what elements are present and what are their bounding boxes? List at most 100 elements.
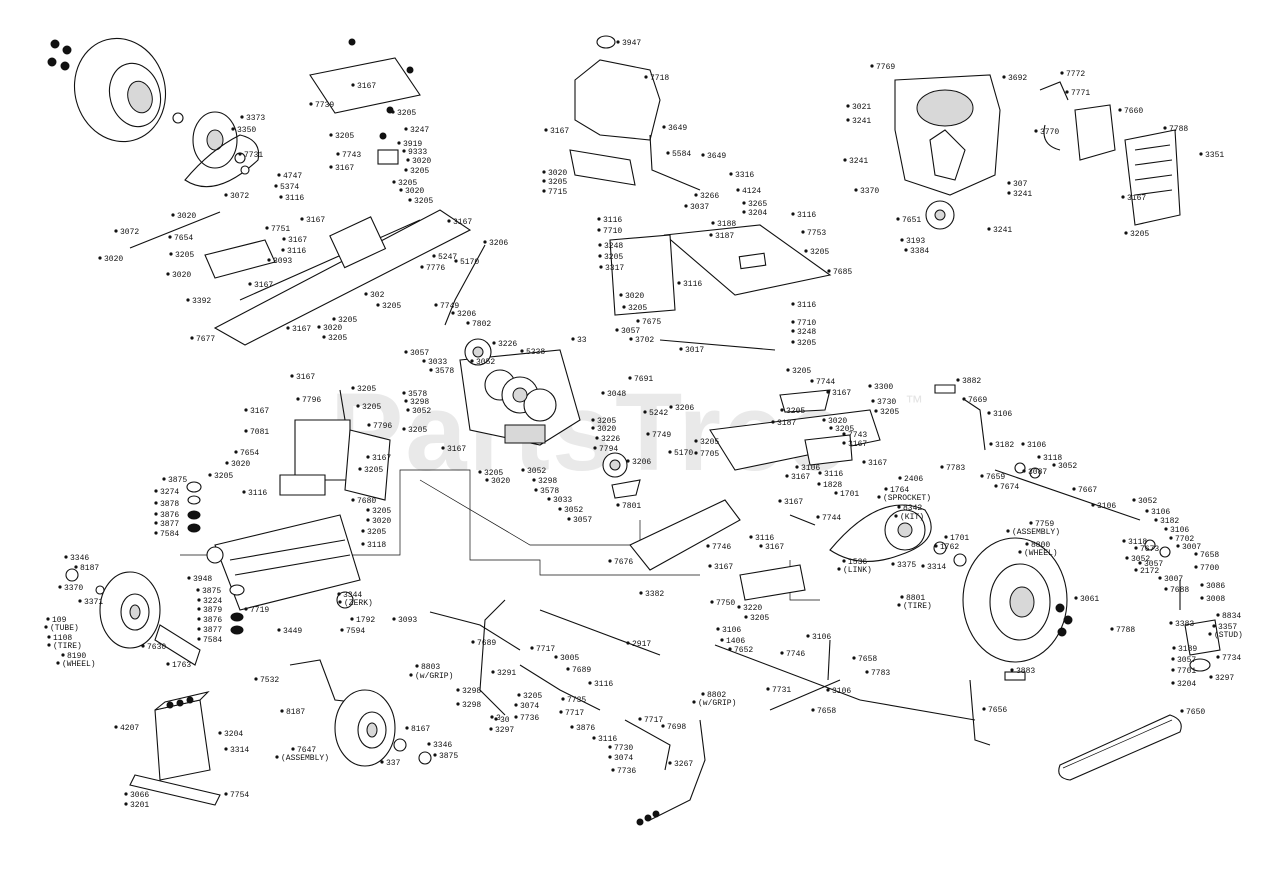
part-label: 7719	[250, 606, 269, 615]
part-label: 3048	[607, 390, 626, 399]
label-dot	[456, 702, 460, 706]
label-dot	[706, 544, 710, 548]
part-label: 3020	[597, 425, 616, 434]
label-dot	[494, 717, 498, 721]
label-dot	[891, 562, 895, 566]
part-label: 8342	[903, 504, 922, 513]
label-dot	[406, 158, 410, 162]
label-dot	[547, 497, 551, 501]
label-dot	[154, 531, 158, 535]
part-label: 7802	[472, 320, 491, 329]
part-label: (w/GRIP)	[698, 699, 736, 708]
label-dot	[376, 303, 380, 307]
label-dot	[277, 628, 281, 632]
label-dot	[530, 646, 534, 650]
part-label: 7658	[817, 707, 836, 716]
part-label: 2917	[632, 640, 651, 649]
label-dot	[542, 179, 546, 183]
label-dot	[169, 252, 173, 256]
part-label: 3205	[214, 472, 233, 481]
label-dot	[521, 468, 525, 472]
part-label: 8802	[707, 691, 726, 700]
label-dot	[567, 517, 571, 521]
label-dot	[432, 254, 436, 258]
front-wheel-left	[65, 568, 201, 666]
part-label: 3883	[1016, 667, 1035, 676]
label-dot	[197, 637, 201, 641]
label-dot	[729, 172, 733, 176]
label-dot	[408, 198, 412, 202]
part-label: 302	[370, 291, 385, 300]
label-dot	[1121, 195, 1125, 199]
part-label: 3087	[1028, 468, 1047, 477]
part-label: 3357	[1218, 623, 1237, 632]
label-dot	[399, 188, 403, 192]
label-dot	[874, 409, 878, 413]
part-label: 3167	[550, 127, 569, 136]
part-label: 3106	[832, 687, 851, 696]
label-dot	[470, 359, 474, 363]
part-label: 7776	[426, 264, 445, 273]
assembly-line-1	[180, 469, 700, 576]
label-dot	[532, 478, 536, 482]
label-dot	[322, 335, 326, 339]
label-dot	[517, 693, 521, 697]
label-dot	[737, 605, 741, 609]
label-dot	[1216, 613, 1220, 617]
label-dot	[785, 474, 789, 478]
part-label: 3371	[84, 598, 103, 607]
assembly-line-2	[419, 479, 641, 546]
part-label: 7669	[968, 396, 987, 405]
part-label: 3193	[906, 237, 925, 246]
label-dot	[619, 293, 623, 297]
label-dot	[679, 347, 683, 351]
part-label: 7753	[807, 229, 826, 238]
label-dot	[361, 529, 365, 533]
part-label: 7676	[614, 558, 633, 567]
label-dot	[290, 374, 294, 378]
part-label: 3118	[1043, 454, 1062, 463]
label-dot	[1163, 126, 1167, 130]
part-label: 3317	[605, 264, 624, 273]
part-label: 3692	[1008, 74, 1027, 83]
label-dot	[791, 320, 795, 324]
label-dot	[720, 638, 724, 642]
watermark-trademark: ™	[905, 392, 923, 412]
part-label: 3167	[447, 445, 466, 454]
label-dot	[989, 442, 993, 446]
part-label: 3052	[476, 358, 495, 367]
label-dot	[47, 643, 51, 647]
label-dot	[1194, 552, 1198, 556]
part-label: 3167	[765, 543, 784, 552]
engine	[894, 74, 1001, 230]
label-dot	[265, 226, 269, 230]
part-label: 3167	[868, 459, 887, 468]
part-label: 3205	[597, 417, 616, 426]
label-dot	[78, 599, 82, 603]
label-dot	[1176, 544, 1180, 548]
label-dot	[694, 193, 698, 197]
label-dot	[56, 661, 60, 665]
chassis-plate-7685	[609, 224, 832, 351]
label-dot	[490, 715, 494, 719]
part-label: 3241	[1013, 190, 1032, 199]
label-dot	[1194, 565, 1198, 569]
part-label: 5170	[674, 449, 693, 458]
part-label: 3182	[995, 441, 1014, 450]
label-dot	[224, 193, 228, 197]
label-dot	[661, 724, 665, 728]
part-label: 7788	[1169, 125, 1188, 134]
label-dot	[615, 328, 619, 332]
part-label: 3384	[910, 247, 929, 256]
label-dot	[846, 104, 850, 108]
part-label: 7794	[599, 445, 618, 454]
part-label: 7680	[357, 497, 376, 506]
part-label: 3205	[810, 248, 829, 257]
part-label: 109	[52, 616, 67, 625]
label-dot	[771, 420, 775, 424]
label-dot	[639, 591, 643, 595]
part-label: 7749	[652, 431, 671, 440]
part-label: 3291	[497, 669, 516, 678]
front-axle	[186, 481, 361, 635]
part-label: 3167	[335, 164, 354, 173]
